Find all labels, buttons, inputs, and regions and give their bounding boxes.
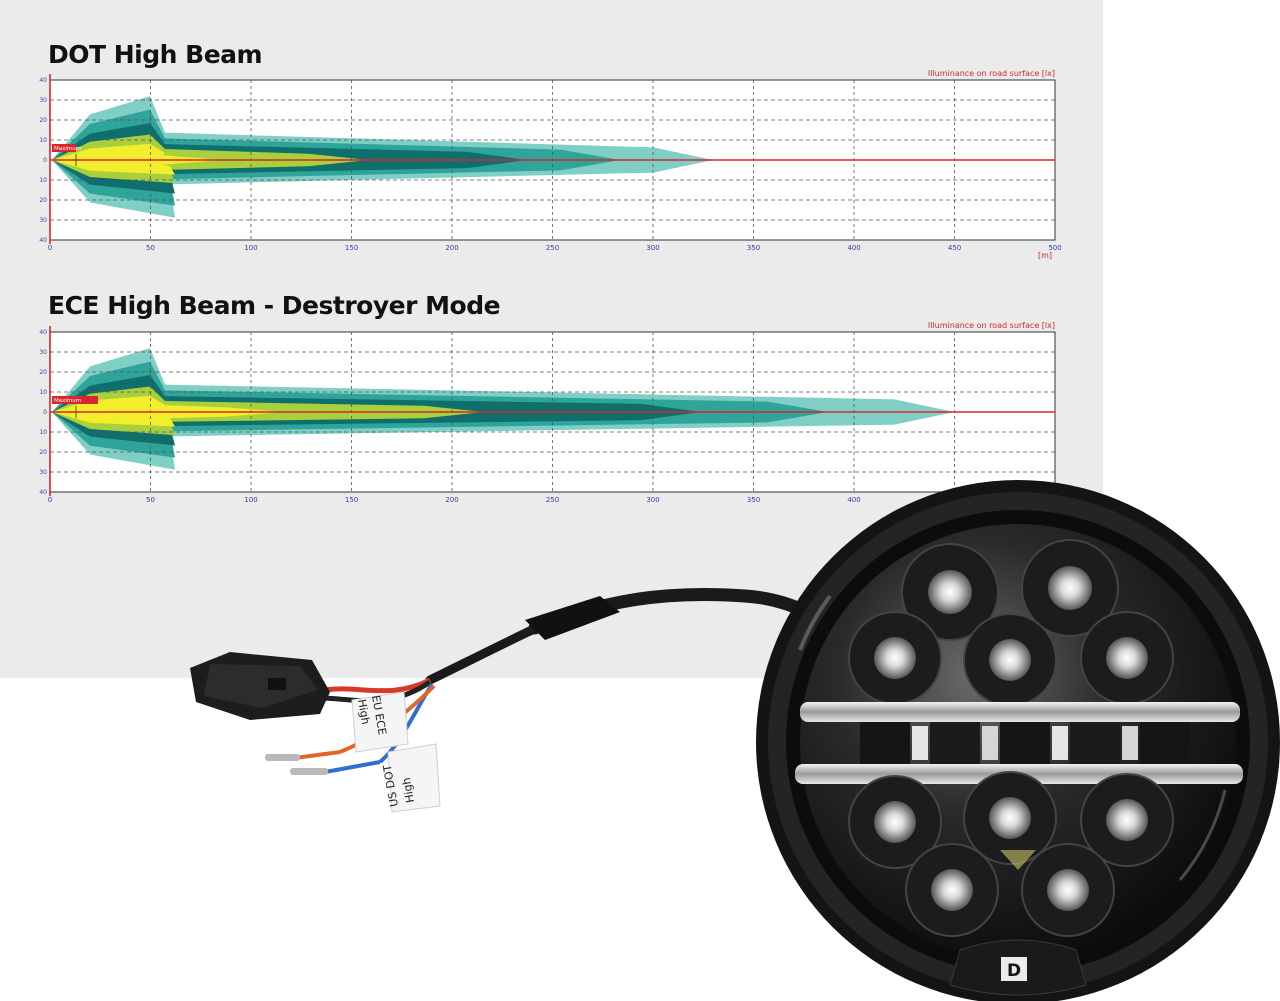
- brand-logo-letter: D: [1007, 961, 1021, 981]
- x-tick-label: 400: [847, 244, 860, 252]
- led-cluster-upper: [848, 539, 1174, 707]
- y-tick-label: 30: [39, 217, 47, 224]
- x-tick-label: 350: [747, 496, 760, 504]
- maximum-marker-label: Maximum: [54, 146, 81, 152]
- x-tick-label: 500: [1048, 244, 1061, 252]
- headlight: D: [756, 480, 1280, 1001]
- drl-light-bar: [795, 702, 1243, 784]
- y-tick-label: 20: [39, 117, 47, 124]
- y-tick-label: 10: [39, 177, 47, 184]
- chart-title: DOT High Beam: [48, 40, 263, 69]
- x-tick-label: 0: [48, 496, 52, 504]
- y-tick-label: 30: [39, 97, 47, 104]
- x-tick-label: 50: [146, 496, 155, 504]
- y-tick-label: 40: [39, 237, 47, 244]
- x-tick-label: 200: [445, 244, 458, 252]
- chart-title: ECE High Beam - Destroyer Mode: [48, 291, 501, 320]
- us-high-tag-label: High: [400, 777, 417, 804]
- y-tick-label: 40: [39, 329, 47, 336]
- x-tick-label: 0: [48, 244, 52, 252]
- x-tick-label: 150: [345, 244, 358, 252]
- illuminance-legend-label: Illuminance on road surface [lx]: [928, 70, 1055, 78]
- x-tick-label: 300: [646, 244, 659, 252]
- y-tick-label: 30: [39, 349, 47, 356]
- x-tick-label: 450: [948, 244, 961, 252]
- eu-high-tag-label: High: [355, 698, 372, 725]
- x-tick-label: 150: [345, 496, 358, 504]
- x-tick-label: 200: [445, 496, 458, 504]
- x-tick-label: 250: [546, 244, 559, 252]
- maximum-marker-label: Maximum: [54, 398, 81, 404]
- x-tick-label: 300: [646, 496, 659, 504]
- x-tick-label: 50: [146, 244, 155, 252]
- x-unit-label: [m]: [1038, 251, 1052, 260]
- y-tick-label: 30: [39, 469, 47, 476]
- x-tick-label: 350: [747, 244, 760, 252]
- led-cluster-lower: [848, 771, 1174, 937]
- y-tick-label: 20: [39, 197, 47, 204]
- y-tick-label: 10: [39, 429, 47, 436]
- y-tick-label: 10: [39, 137, 47, 144]
- y-tick-label: 0: [43, 409, 47, 416]
- y-tick-label: 10: [39, 389, 47, 396]
- y-tick-label: 0: [43, 157, 47, 164]
- y-tick-label: 20: [39, 369, 47, 376]
- x-tick-label: 250: [546, 496, 559, 504]
- y-tick-label: 20: [39, 449, 47, 456]
- x-tick-label: 100: [244, 496, 257, 504]
- y-tick-label: 40: [39, 489, 47, 496]
- y-tick-label: 40: [39, 77, 47, 84]
- illuminance-legend-label: Illuminance on road surface [lx]: [928, 321, 1055, 330]
- x-tick-label: 100: [244, 244, 257, 252]
- us-dot-wire-tag: US DOT High: [381, 743, 441, 813]
- brand-logo-icon: [1001, 957, 1027, 981]
- wiring-harness: EU ECE High US DOT High: [190, 588, 822, 813]
- maximum-marker: [52, 144, 76, 152]
- brand-badge: D: [949, 939, 1087, 996]
- x-tick-label: 400: [847, 496, 860, 504]
- maximum-marker: [52, 396, 98, 404]
- eu-ece-wire-tag: EU ECE High: [351, 691, 409, 753]
